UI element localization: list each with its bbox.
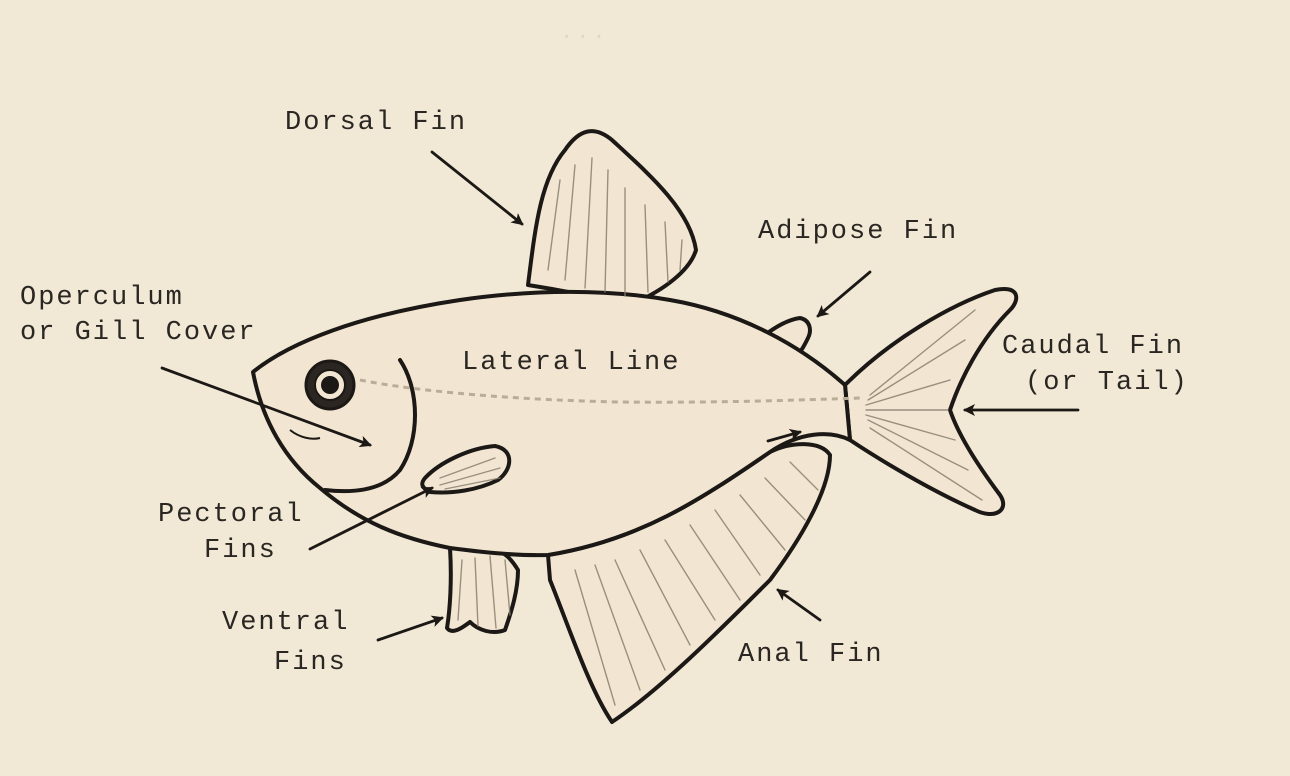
label-adipose-fin: Adipose Fin xyxy=(758,217,958,247)
label-lateral-line: Lateral Line xyxy=(462,348,680,378)
caudal-fin xyxy=(845,289,1016,514)
label-operculum: Operculum xyxy=(20,283,184,313)
label-pectoral: Pectoral xyxy=(158,500,304,530)
dorsal-fin xyxy=(528,131,696,305)
dorsal-arrow xyxy=(432,152,522,224)
ventral-arrow xyxy=(378,618,442,640)
label-ventral-fins: Fins xyxy=(274,648,347,678)
eye xyxy=(306,361,354,409)
anal-arrow xyxy=(778,590,820,620)
label-ventral: Ventral xyxy=(222,608,349,638)
label-caudal-fin: Caudal Fin xyxy=(1002,332,1184,362)
adipose-arrow xyxy=(818,272,870,316)
label-gill-cover: or Gill Cover xyxy=(20,318,257,348)
label-anal-fin: Anal Fin xyxy=(738,640,884,670)
label-pectoral-fins: Fins xyxy=(204,536,277,566)
label-or-tail: (or Tail) xyxy=(1025,368,1189,398)
label-dorsal-fin: Dorsal Fin xyxy=(285,108,467,138)
